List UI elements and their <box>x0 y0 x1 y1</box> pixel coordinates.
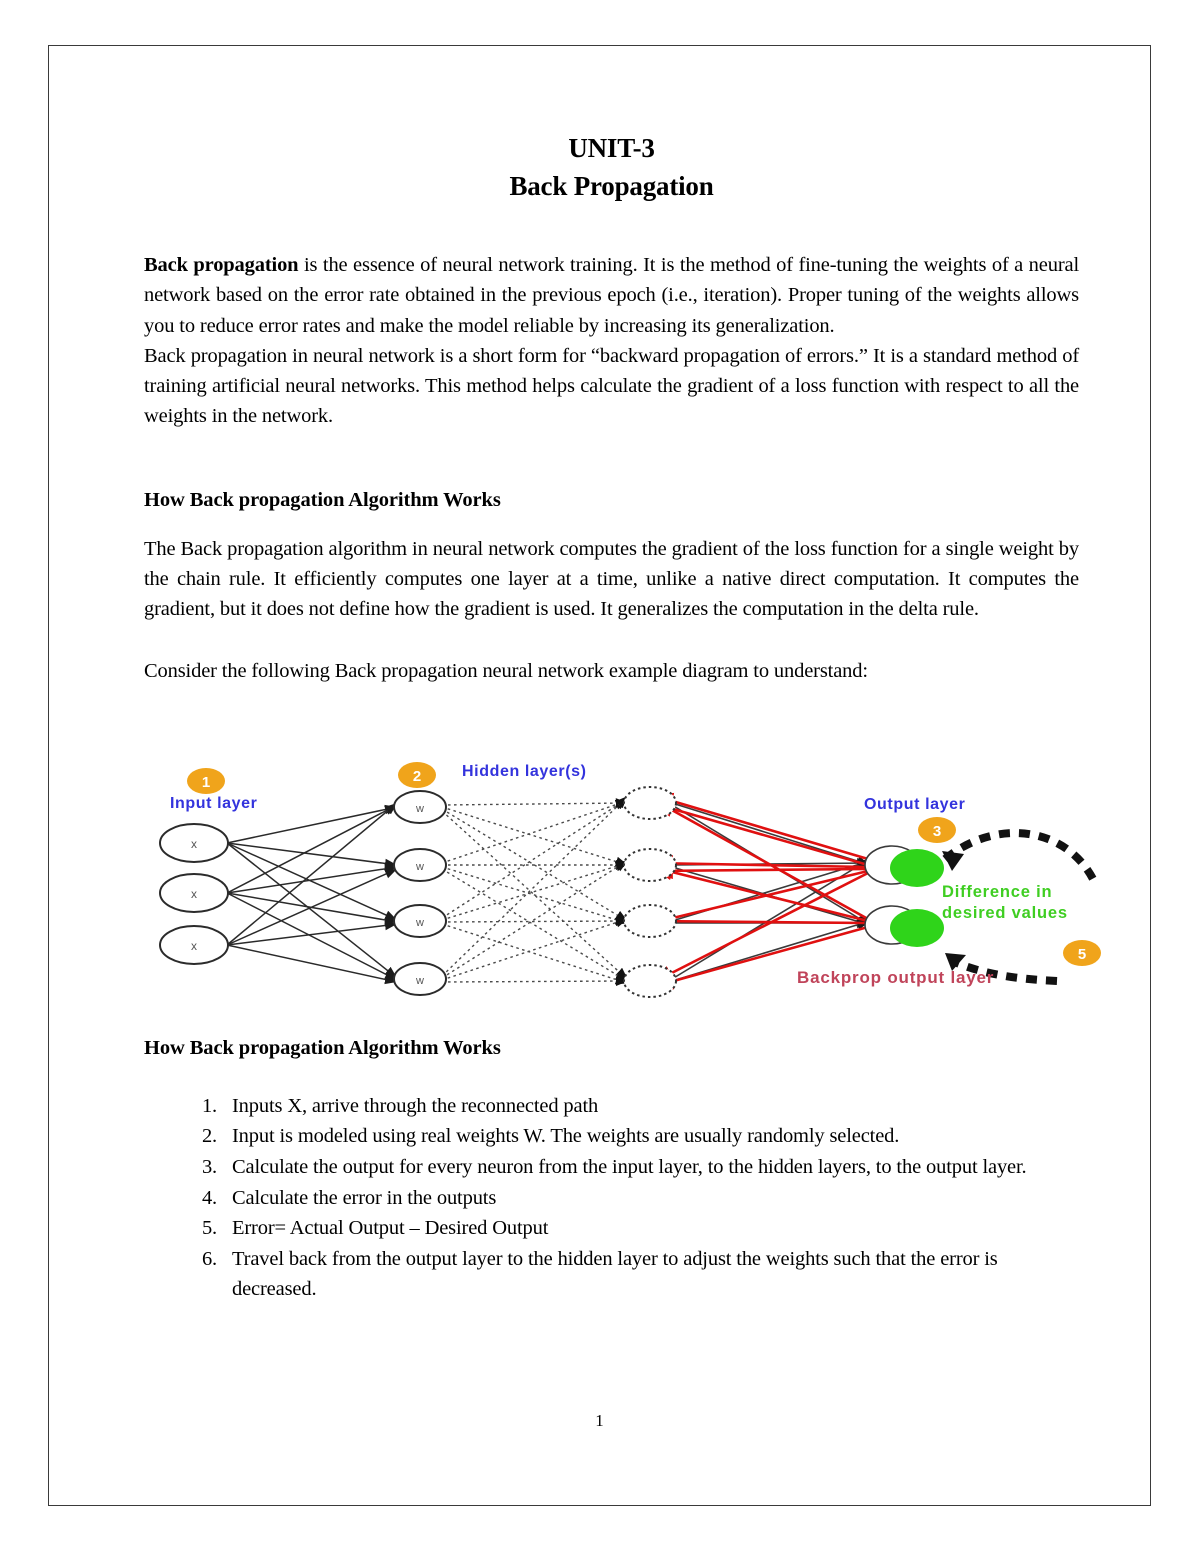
consider-line: Consider the following Back propagation … <box>144 660 868 683</box>
svg-text:w: w <box>415 917 424 929</box>
edges-hidden1-to-hidden2 <box>441 795 629 986</box>
intro-lead-bold: Back propagation <box>144 254 299 277</box>
hidden-layer-1-nodes: w w w w <box>393 789 447 996</box>
page-title-unit: UNIT-3 <box>568 133 655 163</box>
svg-text:w: w <box>415 861 424 873</box>
page-frame: UNIT-3 Back Propagation Back propagation… <box>48 45 1151 1506</box>
document-content: UNIT-3 Back Propagation Back propagation… <box>144 131 1101 1306</box>
list-item: Error= Actual Output – Desired Output <box>222 1214 1079 1244</box>
intro-paragraph-2: Back propagation in neural network is a … <box>144 344 1079 427</box>
input-layer-nodes: x x x <box>159 822 229 965</box>
backprop-label: Backprop output layer <box>797 968 994 987</box>
list-item: Calculate the output for every neuron fr… <box>222 1153 1079 1183</box>
how-works-paragraph: The Back propagation algorithm in neural… <box>144 538 1079 621</box>
spacer <box>144 477 1079 489</box>
badge-1: 1 <box>187 767 225 794</box>
badge-3: 3 <box>918 816 956 843</box>
list-item: Calculate the error in the outputs <box>222 1184 1079 1214</box>
spacer <box>144 1060 1079 1092</box>
neural-network-diagram: x x x w w w w <box>152 755 1122 1015</box>
difference-dashed-curve <box>942 828 1098 883</box>
list-item: Travel back from the output layer to the… <box>222 1245 1079 1304</box>
backprop-curve-arrowhead <box>945 952 966 971</box>
input-layer-label: Input layer <box>170 795 258 812</box>
page-title-topic: Back Propagation <box>509 170 714 201</box>
svg-text:w: w <box>415 975 424 987</box>
svg-text:1: 1 <box>202 774 210 791</box>
heading-how-backprop-works: How Back propagation Algorithm Works <box>144 489 501 511</box>
svg-text:x: x <box>191 939 197 953</box>
svg-text:5: 5 <box>1078 946 1086 963</box>
spacer <box>144 204 1079 250</box>
backprop-steps-list: Inputs X, arrive through the reconnected… <box>144 1092 1079 1305</box>
svg-text:x: x <box>191 837 197 851</box>
heading-steps: How Back propagation Algorithm Works <box>144 1036 501 1059</box>
edges-input-to-hidden1 <box>226 801 398 984</box>
spacer <box>144 1015 1079 1037</box>
hidden-layer-2-nodes <box>623 785 677 998</box>
difference-curve-arrowhead <box>942 850 964 871</box>
backprop-red-arrows <box>651 792 869 989</box>
spacer <box>144 512 1079 534</box>
intro-paragraph-1-rest: is the essence of neural network trainin… <box>144 254 1080 337</box>
spacer <box>144 687 1079 733</box>
spacer <box>144 624 1079 656</box>
svg-text:w: w <box>415 803 424 815</box>
svg-text:3: 3 <box>933 823 941 840</box>
list-item: Input is modeled using real weights W. T… <box>222 1122 1079 1152</box>
spacer <box>144 733 1079 755</box>
page-number: 1 <box>595 1411 604 1430</box>
badge-2: 2 <box>398 761 436 788</box>
difference-label-line1: Difference in <box>942 883 1052 901</box>
svg-text:x: x <box>191 887 197 901</box>
list-item: Inputs X, arrive through the reconnected… <box>222 1092 1079 1122</box>
difference-label-line2: desired values <box>942 904 1068 922</box>
badge-5: 5 <box>1063 939 1101 966</box>
output-layer-nodes <box>864 844 944 947</box>
output-layer-label: Output layer <box>864 796 965 813</box>
intro-paragraph-1: Back propagation is the essence of neura… <box>144 250 1079 340</box>
svg-text:2: 2 <box>413 768 421 785</box>
hidden-layer-label: Hidden layer(s) <box>462 763 587 780</box>
spacer <box>144 431 1079 477</box>
